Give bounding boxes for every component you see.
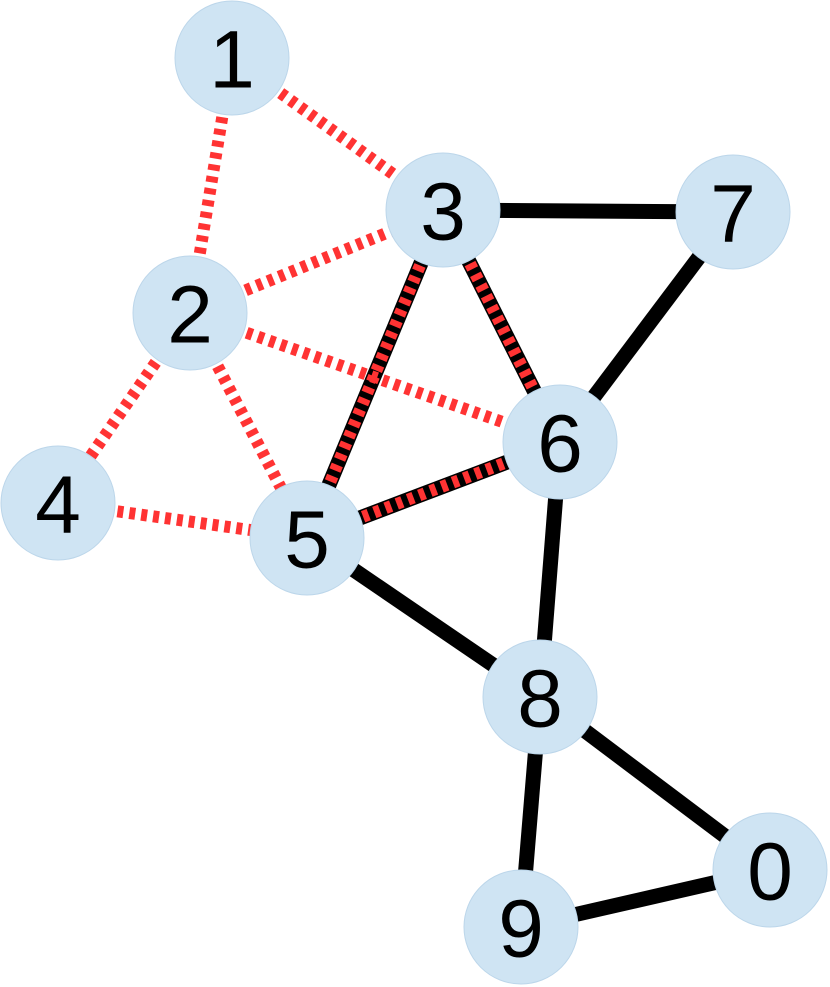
node-4: 4 — [0, 445, 116, 561]
node-6: 6 — [502, 384, 618, 500]
node-label: 2 — [167, 270, 213, 361]
node-circle — [712, 812, 828, 928]
node-label: 8 — [517, 654, 563, 745]
node-3: 3 — [385, 152, 501, 268]
node-2: 2 — [132, 255, 248, 371]
node-label: 3 — [420, 167, 466, 258]
node-label: 1 — [209, 15, 255, 106]
node-circle — [502, 384, 618, 500]
node-7: 7 — [675, 154, 791, 270]
node-label: 0 — [747, 827, 793, 918]
node-0: 0 — [712, 812, 828, 928]
node-circle — [482, 639, 598, 755]
node-label: 9 — [498, 884, 544, 975]
node-circle — [132, 255, 248, 371]
node-5: 5 — [249, 480, 365, 596]
node-9: 9 — [463, 869, 579, 985]
node-circle — [675, 154, 791, 270]
dashed-edge-2-3 — [187, 204, 446, 319]
node-circle — [463, 869, 579, 985]
node-circle — [0, 445, 116, 561]
node-8: 8 — [482, 639, 598, 755]
solid-edges — [300, 202, 775, 935]
node-label: 6 — [537, 399, 583, 490]
node-label: 4 — [35, 460, 81, 551]
node-circle — [174, 0, 290, 116]
node-label: 5 — [284, 495, 330, 586]
node-circle — [249, 480, 365, 596]
node-1: 1 — [174, 0, 290, 116]
node-label: 7 — [710, 169, 756, 260]
node-circle — [385, 152, 501, 268]
dashed-edge-5-6 — [304, 436, 563, 544]
